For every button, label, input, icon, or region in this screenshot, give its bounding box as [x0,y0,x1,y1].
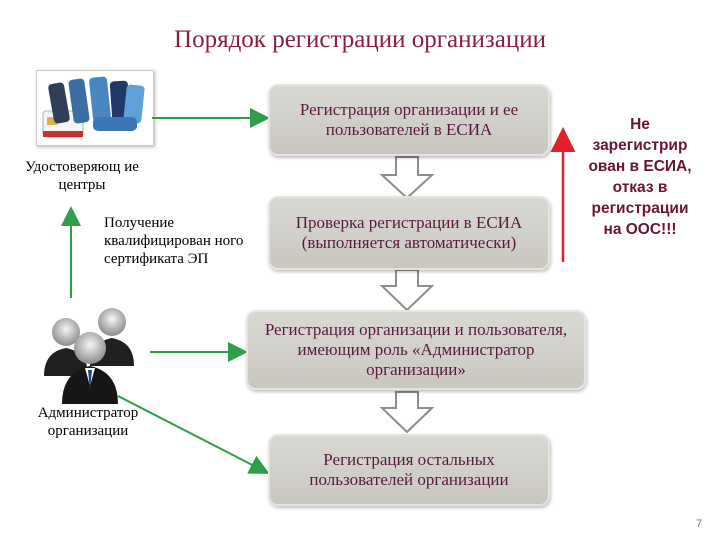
step1-text: Регистрация организации и ее пользовател… [299,100,519,139]
reject-note: Не зарегистрир ован в ЕСИА, отказ в реги… [588,116,692,238]
users-group-icon [38,296,148,406]
page-number: 7 [696,518,703,530]
step1-box: Регистрация организации и ее пользовател… [268,84,550,156]
step4-box: Регистрация остальных пользователей орга… [268,434,550,506]
step4-text: Регистрация остальных пользователей орга… [309,450,509,489]
flow-arrow-3 [379,391,435,434]
step3-text: Регистрация организации и пользователя, … [264,320,568,379]
step3-box: Регистрация организации и пользователя, … [246,310,586,390]
flow-arrow-2 [379,269,435,312]
org-admin-label: Администратор организации [37,405,139,439]
arrow-admin-to-step4 [117,395,270,474]
flow-arrow-1 [379,156,435,200]
cert-centers-label: Удостоверяющ ие центры [25,159,139,193]
step2-text: Проверка регистрации в ЕСИА (выполняется… [295,213,523,252]
get-cert-label: Получение квалифицирован ного сертификат… [104,215,244,267]
step2-box: Проверка регистрации в ЕСИА (выполняется… [268,196,550,270]
usb-token-image [36,70,154,146]
page-title: Порядок регистрации организации [174,26,546,53]
